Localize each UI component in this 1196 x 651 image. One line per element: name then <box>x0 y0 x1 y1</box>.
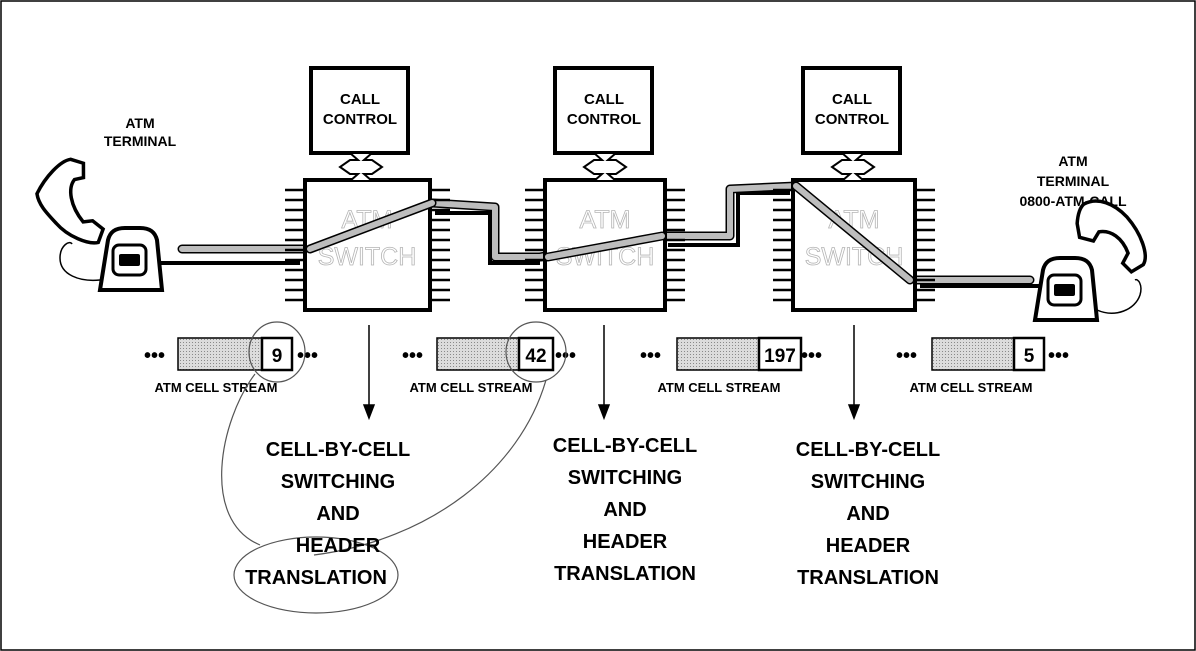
terminal-right-line1: ATM <box>1058 153 1087 169</box>
caption-line: TRANSLATION <box>245 567 387 589</box>
caption-line: AND <box>846 503 889 525</box>
caption-line: HEADER <box>826 535 911 557</box>
stream-dots-right: ••• <box>297 345 318 367</box>
cell-header-value: 9 <box>272 346 283 367</box>
stream-label: ATM CELL STREAM <box>657 380 780 395</box>
stream-dots-left: ••• <box>144 345 165 367</box>
caption-line: HEADER <box>583 531 668 553</box>
call-control-3: CALL CONTROL <box>803 68 900 181</box>
terminal-left-line1: ATM <box>125 115 154 131</box>
call-control-line2: CONTROL <box>323 111 397 128</box>
caption-1: CELL-BY-CELL SWITCHING AND HEADER TRANSL… <box>245 439 410 589</box>
caption-line: SWITCHING <box>811 471 925 493</box>
caption-line: TRANSLATION <box>554 563 696 585</box>
call-control-line1: CALL <box>340 91 380 108</box>
cell-header-value: 42 <box>525 346 546 367</box>
call-control-2: CALL CONTROL <box>555 68 652 181</box>
call-control-line1: CALL <box>584 91 624 108</box>
caption-3: CELL-BY-CELL SWITCHING AND HEADER TRANSL… <box>796 439 940 589</box>
caption-2: CELL-BY-CELL SWITCHING AND HEADER TRANSL… <box>553 435 697 585</box>
switch-label-line1: ATM <box>580 206 631 234</box>
caption-line: AND <box>603 499 646 521</box>
call-control-1: CALL CONTROL <box>311 68 408 181</box>
terminal-left: ATM TERMINAL <box>28 115 176 290</box>
telephone-icon <box>28 155 162 290</box>
caption-line: AND <box>316 503 359 525</box>
stream-label: ATM CELL STREAM <box>909 380 1032 395</box>
stream-dots-right: ••• <box>1048 345 1069 367</box>
stream-dots-left: ••• <box>640 345 661 367</box>
cell-stream-4: ••• 5 ••• ATM CELL STREAM <box>896 338 1069 395</box>
cell-stream-1: ••• 9 ••• ATM CELL STREAM <box>144 338 318 395</box>
highlight-loop <box>222 374 546 555</box>
caption-line: CELL-BY-CELL <box>553 435 697 457</box>
caption-line: TRANSLATION <box>797 567 939 589</box>
terminal-right-line2: TERMINAL <box>1037 173 1110 189</box>
caption-line: CELL-BY-CELL <box>266 439 410 461</box>
double-arrow-icon <box>832 153 874 181</box>
stream-dots-left: ••• <box>896 345 917 367</box>
switch-label-line2: SWITCH <box>318 243 417 271</box>
atm-switch-3: ATM SWITCH <box>773 180 935 310</box>
caption-line: HEADER <box>296 535 381 557</box>
telephone-icon <box>1035 194 1148 320</box>
caption-line: SWITCHING <box>568 467 682 489</box>
stream-dots-left: ••• <box>402 345 423 367</box>
double-arrow-icon <box>340 153 382 181</box>
cell-stream-2: ••• 42 ••• ATM CELL STREAM <box>402 338 576 395</box>
stream-dots-right: ••• <box>801 345 822 367</box>
double-arrow-icon <box>584 153 626 181</box>
call-control-line2: CONTROL <box>815 111 889 128</box>
terminal-left-line2: TERMINAL <box>104 133 177 149</box>
cell-stream-3: ••• 197 ••• ATM CELL STREAM <box>640 338 822 395</box>
terminal-right: ATM TERMINAL 0800-ATM-CALL <box>1019 153 1147 320</box>
caption-line: CELL-BY-CELL <box>796 439 940 461</box>
stream-label: ATM CELL STREAM <box>409 380 532 395</box>
caption-line: SWITCHING <box>281 471 395 493</box>
cell-header-value: 197 <box>764 346 796 367</box>
call-control-line2: CONTROL <box>567 111 641 128</box>
stream-label: ATM CELL STREAM <box>154 380 277 395</box>
cell-header-value: 5 <box>1024 346 1035 367</box>
call-control-line1: CALL <box>832 91 872 108</box>
